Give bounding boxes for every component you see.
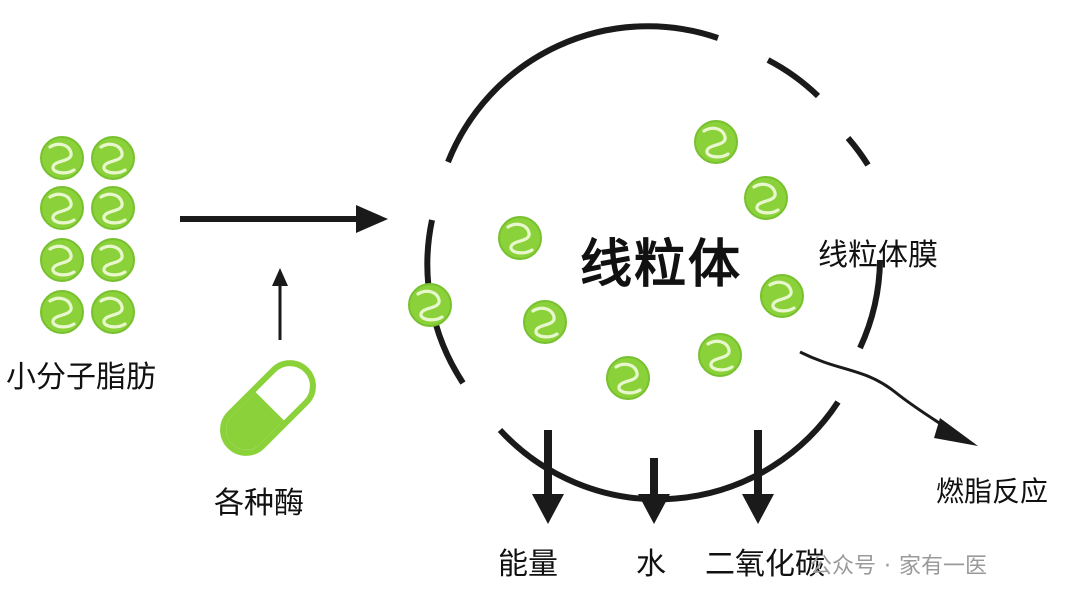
fat-molecule-icon <box>39 237 85 283</box>
water-label: 水 <box>636 547 666 582</box>
carbon-dioxide-label: 二氧化碳 <box>705 547 825 582</box>
carbon-dioxide-arrow <box>742 430 774 524</box>
fat-molecule-icon <box>605 355 651 401</box>
watermark: 公众号 · 家有一医 <box>810 548 987 580</box>
fat-molecule-icon <box>90 135 136 181</box>
fat-molecule-icon <box>693 119 739 165</box>
fat-molecule-icon <box>90 185 136 231</box>
watermark-separator: · <box>884 554 892 579</box>
water-arrow <box>638 458 670 524</box>
enzymes-label: 各种酶 <box>214 486 304 521</box>
mitochondrial-membrane <box>424 23 883 503</box>
watermark-account: 家有一医 <box>899 554 988 579</box>
fat-molecule-icon <box>697 332 743 378</box>
fat-burning-arrow <box>799 350 978 446</box>
fat-molecule-icon <box>497 215 543 261</box>
fat-molecule-icon <box>90 289 136 335</box>
small-molecule-fat-group <box>39 135 136 335</box>
fat-burning-reaction-label: 燃脂反应 <box>936 475 1049 508</box>
fat-molecule-icon <box>522 299 568 345</box>
small-molecule-fat-label: 小分子脂肪 <box>6 360 156 395</box>
energy-arrow <box>532 430 564 524</box>
fat-molecule-icon <box>743 175 789 221</box>
capsule-icon <box>220 360 316 456</box>
fat-molecule-icon <box>407 282 453 328</box>
energy-label: 能量 <box>498 547 558 582</box>
transport-arrow <box>180 205 388 233</box>
mitochondrial-membrane-label: 线粒体膜 <box>818 238 938 273</box>
fat-molecule-icon <box>759 273 805 319</box>
fat-molecule-icon <box>39 289 85 335</box>
fat-molecule-icon <box>39 185 85 231</box>
enzyme-arrow <box>272 268 288 340</box>
watermark-source: 公众号 <box>810 554 877 579</box>
fat-molecule-icon <box>39 135 85 181</box>
fat-molecule-icon <box>90 237 136 283</box>
mitochondria-label: 线粒体 <box>580 235 743 295</box>
